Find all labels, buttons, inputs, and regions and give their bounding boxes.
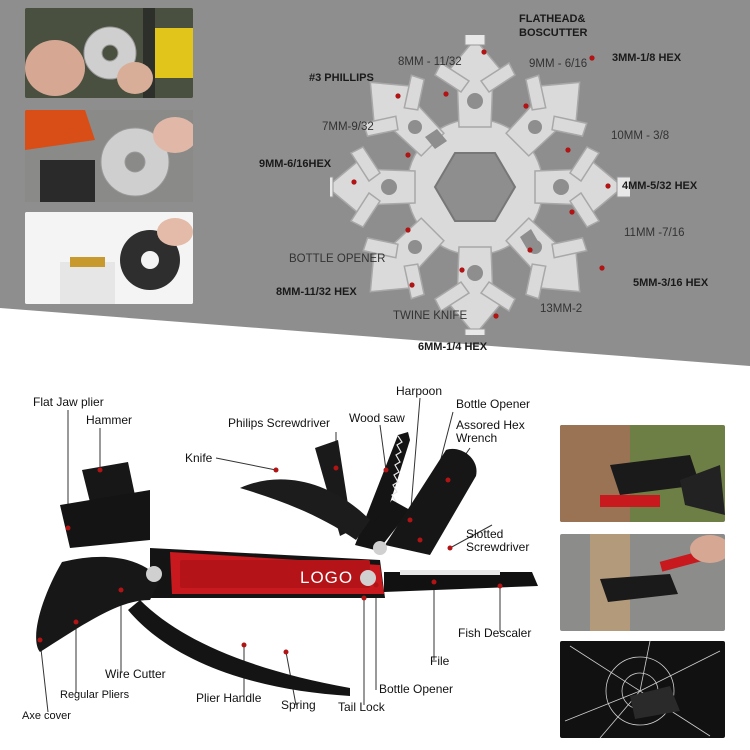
handle-logo-text: LOGO xyxy=(300,568,354,587)
label-fish-descaler: Fish Descaler xyxy=(458,626,532,640)
label-5mm-hex: 5MM-3/16 HEX xyxy=(633,277,709,289)
photo-axe-in-log xyxy=(560,425,725,522)
label-bottle-opener-bottom: Bottle Opener xyxy=(379,682,454,696)
label-tail-lock: Tail Lock xyxy=(338,700,385,714)
label-harpoon: Harpoon xyxy=(396,384,443,398)
photo-snowflake-wrench-use xyxy=(25,110,193,202)
label-10mm-3-8: 10MM - 3/8 xyxy=(611,130,670,142)
label-9mm-hex: 9MM-6/16HEX xyxy=(259,158,332,170)
label-6mm-hex: 6MM-1/4 HEX xyxy=(418,341,488,353)
label-regular-pliers: Regular Pliers xyxy=(60,689,130,701)
label-9mm-6-16: 9MM - 6/16 xyxy=(529,58,588,70)
label-flat-jaw-plier: Flat Jaw plier xyxy=(33,395,104,409)
photo-tool-cutting-wire xyxy=(560,534,725,631)
label-knife: Knife xyxy=(185,451,213,465)
label-spring: Spring xyxy=(281,698,316,712)
label-plier-handle: Plier Handle xyxy=(196,691,262,705)
label-file: File xyxy=(430,654,450,668)
label-wire-cutter: Wire Cutter xyxy=(105,667,166,681)
label-11mm-7-16: 11MM -7/16 xyxy=(624,227,685,239)
photo-tool-breaking-glass xyxy=(560,641,725,738)
label-8mm-hex: 8MM-11/32 HEX xyxy=(276,286,357,298)
label-3mm-hex: 3MM-1/8 HEX xyxy=(612,52,682,64)
label-hammer: Hammer xyxy=(86,413,133,427)
photo-snowflake-in-hand xyxy=(25,8,193,98)
label-wood-saw: Wood saw xyxy=(349,411,405,425)
label-twine-knife: TWINE KNIFE xyxy=(393,310,468,322)
label-3-phillips: #3 PHILLIPS xyxy=(309,72,374,84)
label-4mm-hex: 4MM-5/32 HEX xyxy=(622,180,698,192)
label-8mm-11-32: 8MM - 11/32 xyxy=(398,56,462,68)
label-bottle-opener-top: Bottle Opener xyxy=(456,397,531,411)
label-slotted-screwdriver: Slotted Screwdriver xyxy=(466,527,530,554)
label-axe-cover: Axe cover xyxy=(22,710,71,722)
label-bottle-opener-snowflake: BOTTLE OPENER xyxy=(289,253,386,265)
label-7mm-9-32: 7MM-9/32 xyxy=(322,121,374,133)
label-flathead-boscutter: FLATHEAD& BOSCUTTER xyxy=(519,13,588,39)
photo-snowflake-bottle-opener xyxy=(25,212,193,304)
label-13mm-2: 13MM-2 xyxy=(540,303,583,315)
label-assored-hex-wrench: Assored Hex Wrench xyxy=(456,418,525,445)
label-philips-screwdriver: Philips Screwdriver xyxy=(228,416,331,430)
snowflake-multi-tool xyxy=(330,35,630,335)
